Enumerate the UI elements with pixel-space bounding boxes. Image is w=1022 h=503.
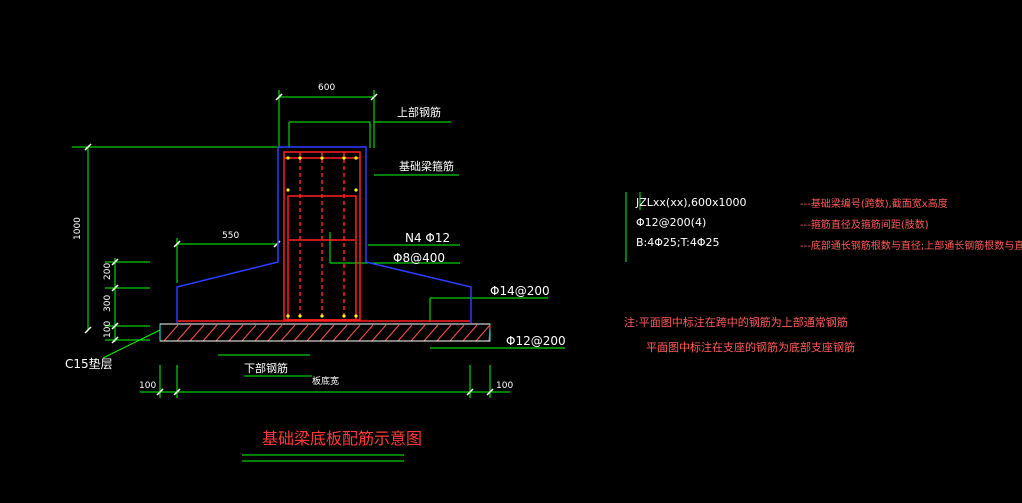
dim-1000: 1000 (73, 217, 83, 240)
hatch-line (241, 324, 257, 342)
hatch-line (436, 324, 452, 342)
hatch-line (475, 324, 491, 342)
drawing-title: 基础梁底板配筋示意图 (262, 429, 422, 448)
label-stirrup: 基础梁箍筋 (399, 159, 454, 173)
label-phi14: Φ14@200 (490, 284, 550, 298)
hatch-line (384, 324, 400, 342)
hatch-line (462, 324, 478, 342)
rebar-dots (286, 156, 358, 318)
note-line-2: 平面图中标注在支座的钢筋为底部支座钢筋 (646, 340, 855, 354)
label-bottom-rebar: 下部钢筋 (244, 361, 288, 375)
label-n4: N4 Φ12 (405, 231, 450, 245)
hatch-line (319, 324, 335, 342)
legend-code-3: B:4Φ25;T:4Φ25 (636, 236, 719, 249)
label-top-rebar: 上部钢筋 (397, 105, 441, 119)
hatch-line (293, 324, 309, 342)
hatch-line (163, 324, 179, 342)
legend-desc-2: ---箍筋直径及箍筋间距(肢数) (800, 218, 929, 231)
hatch-line (345, 324, 361, 342)
dim-left-100: 100 (139, 381, 156, 391)
label-phi8: Φ8@400 (393, 251, 445, 265)
label-phi12: Φ12@200 (506, 334, 566, 348)
hatch-line (358, 324, 374, 342)
hatch-line (397, 324, 413, 342)
hatch-line (371, 324, 387, 342)
legend-desc-1: ---基础梁编号(跨数),截面宽x高度 (800, 197, 948, 210)
hatch-line (410, 324, 426, 342)
hatch-line (280, 324, 296, 342)
legend-code-2: Φ12@200(4) (636, 216, 706, 229)
dimension-ticks (84, 93, 494, 396)
dim-100: 100 (103, 321, 113, 338)
concrete-outline (176, 146, 472, 323)
hatch-line (423, 324, 439, 342)
legend-desc-3: ---底部通长钢筋根数与直径;上部通长钢筋根数与直径 (800, 239, 1022, 252)
hatch-line (267, 324, 283, 342)
dim-550: 550 (222, 231, 239, 241)
hatch-line (488, 324, 491, 342)
hatch-line (228, 324, 244, 342)
hatch-line (202, 324, 218, 342)
hatch-line (176, 324, 192, 342)
dim-right-100: 100 (496, 381, 513, 391)
hatch-line (332, 324, 348, 342)
hatch-line (189, 324, 205, 342)
c15-cushion (159, 323, 491, 342)
hatch-line (306, 324, 322, 342)
legend-code-1: JZLxx(xx),600x1000 (635, 196, 747, 209)
dim-base-width: 板底宽 (312, 375, 339, 387)
hatch-line (254, 324, 270, 342)
dim-200: 200 (103, 263, 113, 280)
rebar-cage (178, 151, 470, 322)
dimension-lines (72, 90, 641, 462)
hatch-line (215, 324, 231, 342)
note-line-1: 注:平面图中标注在跨中的钢筋为上部通常钢筋 (624, 315, 848, 329)
label-c15: C15垫层 (65, 356, 113, 371)
hatch-line (449, 324, 465, 342)
dim-600: 600 (318, 83, 335, 93)
dim-300: 300 (103, 295, 113, 312)
